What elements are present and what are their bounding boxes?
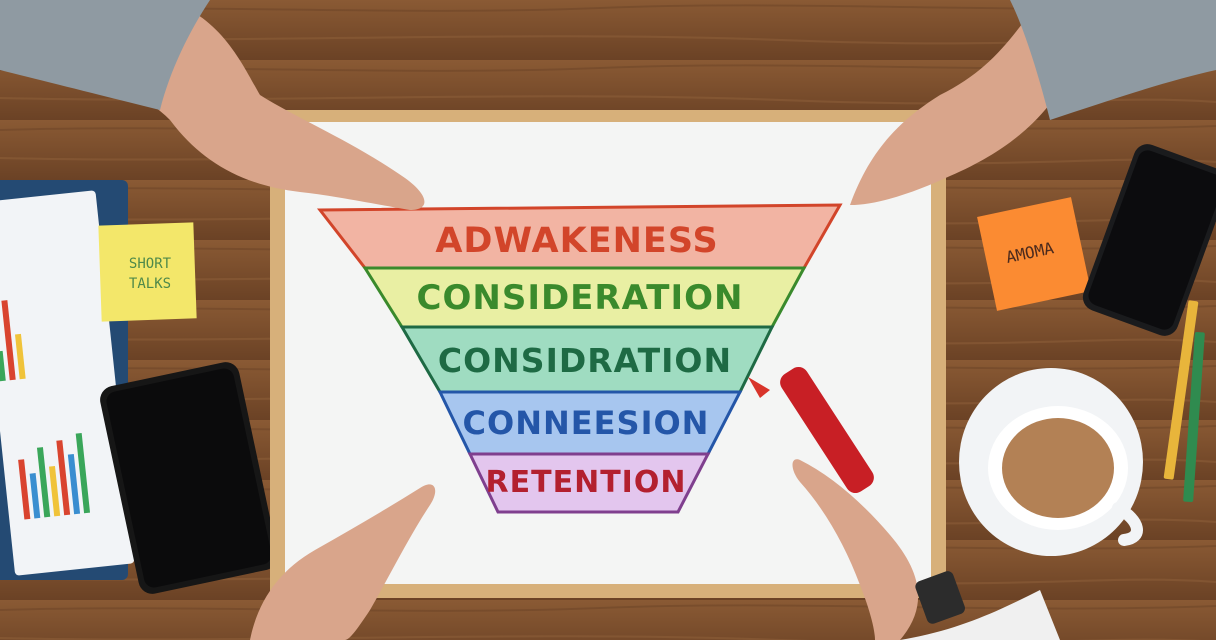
red-marker: [748, 366, 874, 494]
sticky-note-yellow-line2: TALKS: [129, 276, 171, 292]
sticky-note-yellow-line1: SHORT: [129, 256, 172, 272]
smartphone-left: [100, 362, 278, 594]
report-document: [0, 180, 135, 580]
smartphone-right: [1082, 144, 1216, 336]
funnel-stage-consideration: CONSIDERATION: [417, 278, 744, 318]
coffee-cup: [959, 368, 1143, 556]
sticky-note-yellow: [98, 222, 197, 322]
sales-funnel-diagram: [316, 203, 843, 514]
funnel-stage-awareness: ADWAKENESS: [435, 221, 718, 261]
funnel-stage-connection: CONNEESION: [463, 404, 710, 442]
pencils: [1163, 300, 1205, 503]
sticky-note-orange: [977, 197, 1091, 311]
funnel-stage-retention: RETENTION: [486, 465, 687, 500]
funnel-stage-considration: CONSIDRATION: [438, 341, 732, 380]
